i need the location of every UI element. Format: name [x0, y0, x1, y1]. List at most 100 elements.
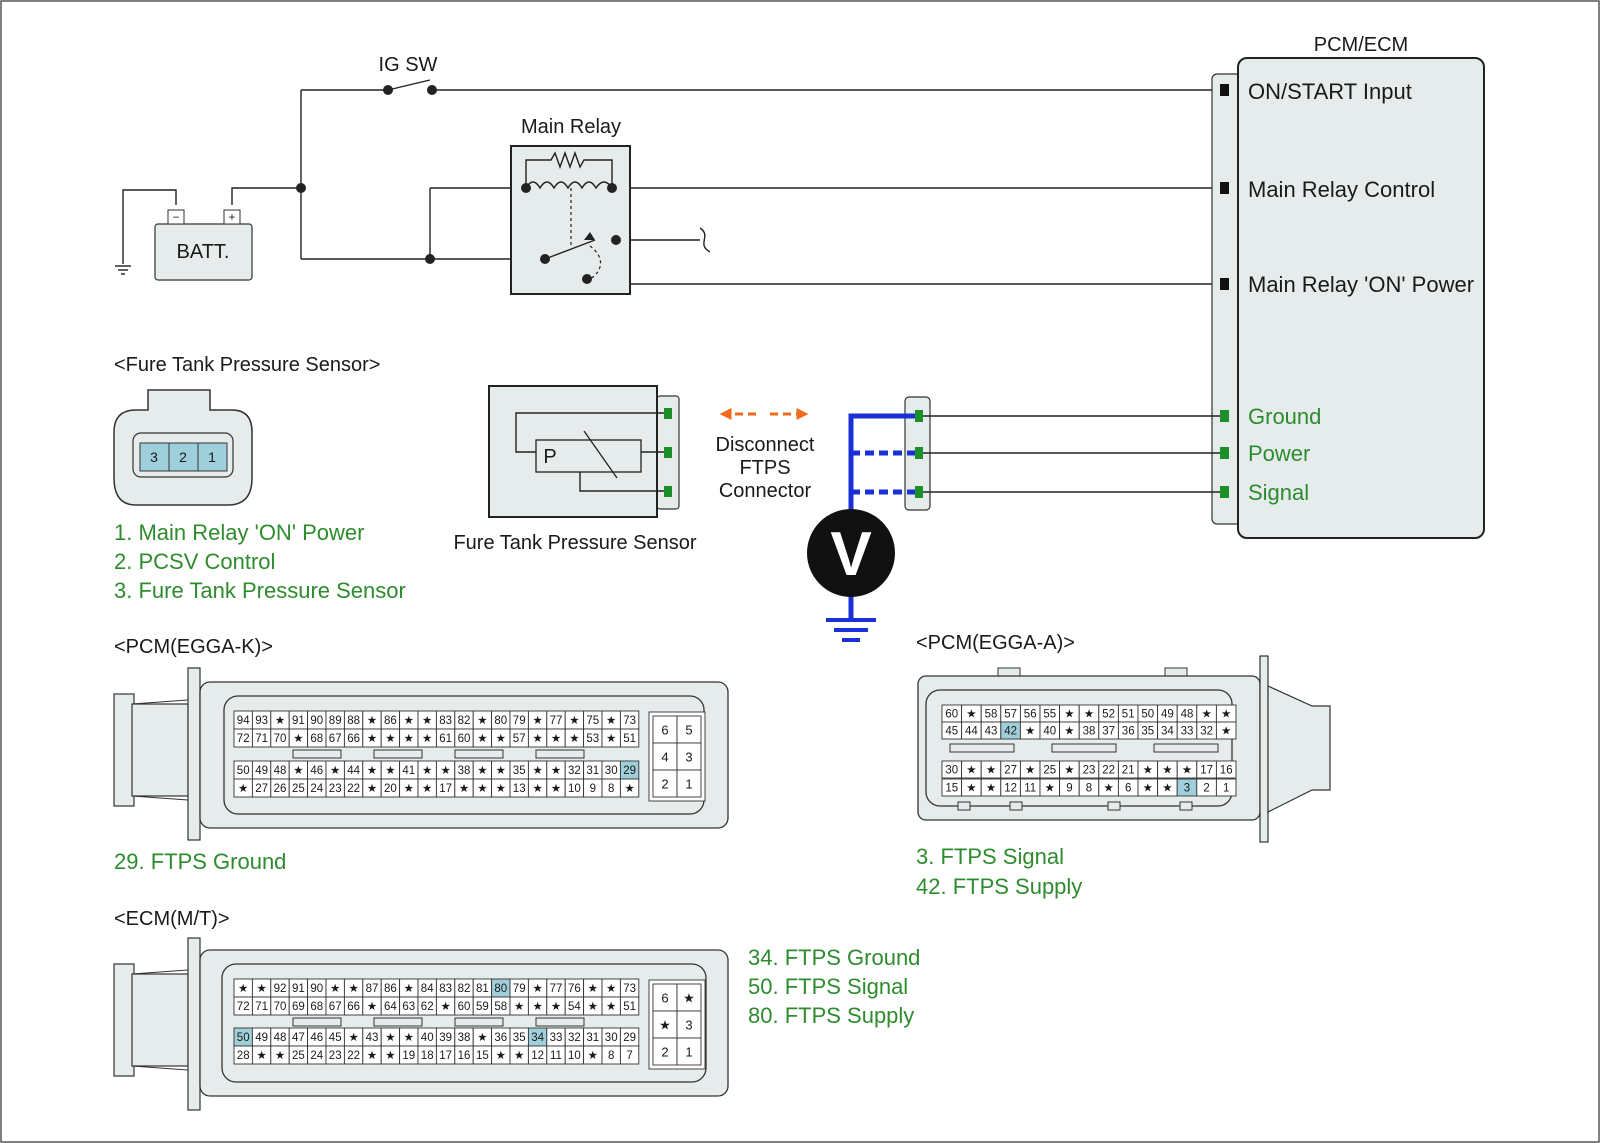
terminal-power	[1220, 447, 1229, 459]
on-start-input-label: ON/START Input	[1248, 79, 1412, 104]
pcm_a-pin-label: 25	[1043, 765, 1056, 777]
terminal-main-relay-control	[1220, 182, 1229, 194]
pcm_k-pin-label: 30	[605, 765, 618, 777]
pcm_k-pin-label: ★	[404, 715, 414, 727]
pcm_a-pin-label: 3	[1184, 783, 1190, 795]
terminal-signal	[1220, 486, 1229, 498]
pcm_k-pin-label: ★	[551, 765, 561, 777]
pcm_k-pin-label: 66	[347, 733, 360, 745]
ecm_mt-pin-label: ★	[514, 1050, 524, 1062]
power-label: Power	[1248, 441, 1310, 466]
pcm_k-pin-label: ★	[551, 733, 561, 745]
pcm_k-pin-label: 80	[494, 715, 507, 727]
ig-switch-contact-right	[427, 85, 437, 95]
pcm_a-pin-label: 9	[1066, 783, 1072, 795]
pcm_k-pin-label: ★	[477, 715, 487, 727]
ecm_mt-pin-label: 48	[274, 1032, 287, 1044]
pcm-egga-k-header: <PCM(EGGA-K)>	[114, 636, 273, 658]
ecm_mt-pin-label: 8	[608, 1050, 614, 1062]
ecm_mt-pin-label: ★	[385, 1050, 395, 1062]
main-relay-on-power-label: Main Relay 'ON' Power	[1248, 272, 1474, 297]
pcm_k-pin-label: ★	[367, 733, 377, 745]
pcm_k-pin-label: ★	[293, 733, 303, 745]
battery-minus-sign: −	[173, 212, 180, 224]
pcm_a-pin-label: ★	[1064, 709, 1074, 721]
pcm_k-pin-label: ★	[385, 733, 395, 745]
pcm_k-pin-label: ★	[275, 715, 285, 727]
pcm_a-pin-label: 32	[1200, 726, 1213, 738]
pcm_a-pin-label: 40	[1043, 726, 1056, 738]
battery-plus-sign: +	[229, 212, 236, 224]
pcm_k-pin-label: 48	[274, 765, 287, 777]
ecm_mt-side-pin-label: ★	[683, 991, 695, 1006]
terminal-main-relay-on-power	[1220, 278, 1229, 290]
pcm_a-pin-label: 27	[1004, 765, 1017, 777]
sensor-pin-1: 1	[208, 449, 216, 465]
ecm_mt-pin-label: 76	[568, 983, 581, 995]
pcm_k-pin-label: 46	[310, 765, 323, 777]
ecm_mt-side-pin-label: 1	[685, 1045, 692, 1060]
pcm_a-pin-label: 34	[1161, 726, 1174, 738]
pcm_a-pin-label: ★	[1221, 709, 1231, 721]
pcm_k-pin-label: ★	[330, 765, 340, 777]
ecm_mt-side-pin-cell	[676, 1037, 702, 1066]
pcm_k-side-pin-label: 6	[661, 723, 668, 738]
ecm_mt-pin-label: 29	[623, 1032, 636, 1044]
ecm_mt-pin-label: 28	[237, 1050, 250, 1062]
pcm_k-pin-label: 8	[608, 783, 614, 795]
voltmeter-label: V	[830, 520, 871, 589]
ecm_mt-pin-label: 59	[476, 1001, 489, 1013]
ecm_mt-pin-label: 49	[255, 1032, 268, 1044]
power-wiring	[115, 79, 1218, 285]
pcm_k-pin-label: ★	[367, 783, 377, 795]
ecm_mt-pin-label: 82	[458, 983, 471, 995]
pcm_k-pin-label: 73	[623, 715, 636, 727]
ecm_mt-pin-label: 67	[329, 1001, 342, 1013]
pcm_k-pin-label: 94	[237, 715, 250, 727]
pcm_a-pin-label: 56	[1024, 709, 1037, 721]
ecm_mt-pin-label: ★	[404, 1032, 414, 1044]
ecm_mt-pin-label: 63	[402, 1001, 415, 1013]
pcm_a-pin-label: ★	[1064, 726, 1074, 738]
pcm_k-side-pin-cell	[676, 715, 702, 744]
pcm_a-pin-label: 21	[1122, 765, 1135, 777]
ecm_mt-pin-label: 43	[366, 1032, 379, 1044]
ecm_mt-pin-label: 73	[623, 983, 636, 995]
ecm_mt-pin-label: ★	[348, 983, 358, 995]
ig-switch-contact-left	[383, 85, 393, 95]
pcm_k-pin-label: 22	[347, 783, 360, 795]
terminal-on-start	[1220, 84, 1229, 96]
pcm_a-pin-label: 23	[1083, 765, 1096, 777]
pcm_k-pin-label: 53	[586, 733, 599, 745]
pcm_k-pin-label: 17	[439, 783, 452, 795]
pcm_k-pin-label: 82	[458, 715, 471, 727]
pcm_k-pin-label: ★	[532, 715, 542, 727]
ecm_mt-pin-label: 80	[494, 983, 507, 995]
terminal-ground	[1220, 410, 1229, 422]
ecm_mt-pin-label: 18	[421, 1050, 434, 1062]
pcm_a-pin-label: 44	[965, 726, 978, 738]
ecm_mt-pin-label: 32	[568, 1032, 581, 1044]
pcm_k-pin-label: ★	[532, 765, 542, 777]
pcm-a-legend-42: 42. FTPS Supply	[916, 874, 1082, 899]
pcm_k-pin-label: 44	[347, 765, 360, 777]
pcm_a-pin-label: ★	[1162, 765, 1172, 777]
ecm_mt-pin-label: 35	[513, 1032, 526, 1044]
pcm-egga-k-connector	[113, 667, 729, 841]
pcm-egga-a-connector	[917, 655, 1331, 843]
battery: − + BATT.	[154, 209, 253, 281]
pcm_k-pin-label: 61	[439, 733, 452, 745]
ecm_mt-pin-label: 45	[329, 1032, 342, 1044]
ecm_mt-pin-label: 47	[292, 1032, 305, 1044]
pcm_a-pin-label: ★	[986, 765, 996, 777]
ecm_mt-pin-label: ★	[606, 1001, 616, 1013]
ecm_mt-pin-label: ★	[440, 1001, 450, 1013]
pcm_k-pin-label: ★	[606, 733, 616, 745]
pcm_k-pin-label: ★	[606, 715, 616, 727]
pcm_k-pin-label: 93	[255, 715, 268, 727]
pcm_k-pin-label: ★	[477, 765, 487, 777]
pcm_a-pin-label: 43	[985, 726, 998, 738]
ecm_mt-pin-label: 25	[292, 1050, 305, 1062]
pcm_k-pin-label: ★	[477, 733, 487, 745]
pcm_a-pin-label: 35	[1141, 726, 1154, 738]
